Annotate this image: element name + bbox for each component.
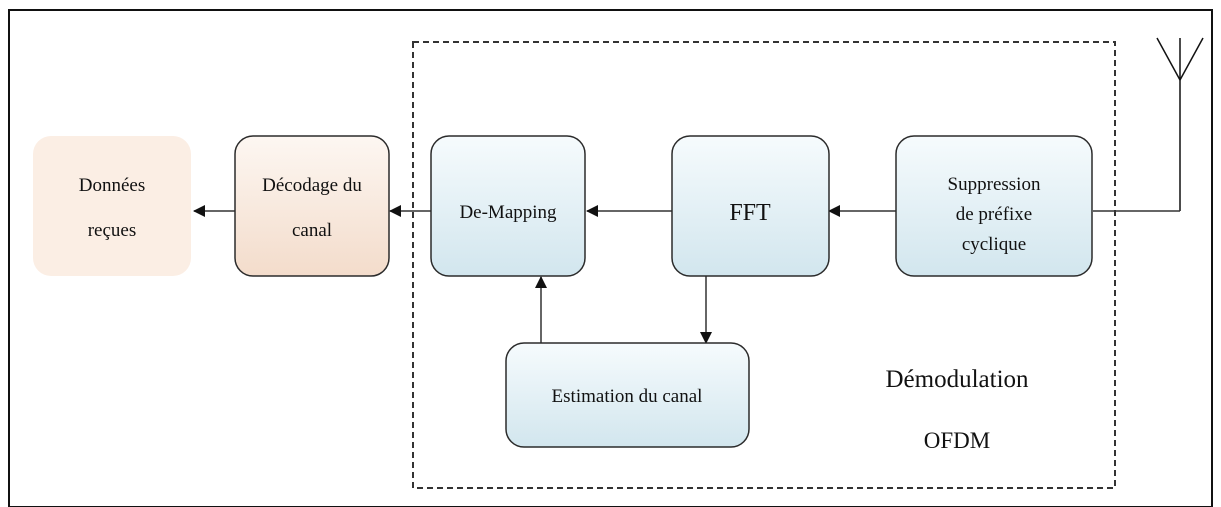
block-estimation-canal: Estimation du canal — [505, 342, 750, 448]
block-donnees-recues: Données reçues — [33, 136, 191, 276]
block-de-mapping: De-Mapping — [430, 135, 586, 277]
estimation-label: Estimation du canal — [552, 386, 703, 407]
outer-frame — [8, 9, 1213, 507]
block-decodage-canal: Décodage du canal — [234, 135, 390, 277]
decodage-line-2: canal — [292, 220, 332, 241]
block-suppression-prefixe: Suppression de préfixe cyclique — [895, 135, 1093, 277]
region-label-ofdm: OFDM — [924, 428, 990, 453]
antenna-icon — [1156, 37, 1204, 211]
suppression-line-1: Suppression — [948, 174, 1041, 195]
donnees-line-2: reçues — [88, 220, 137, 241]
suppression-line-2: de préfixe — [956, 204, 1032, 225]
region-label-demodulation: Démodulation — [885, 366, 1029, 393]
decodage-line-1: Décodage du — [262, 175, 362, 196]
demodulation-region — [412, 41, 1116, 489]
demapping-label: De-Mapping — [459, 202, 557, 223]
donnees-line-1: Données — [79, 175, 145, 196]
block-fft: FFT — [671, 135, 830, 277]
suppression-line-3: cyclique — [962, 234, 1026, 255]
fft-label: FFT — [729, 200, 771, 226]
